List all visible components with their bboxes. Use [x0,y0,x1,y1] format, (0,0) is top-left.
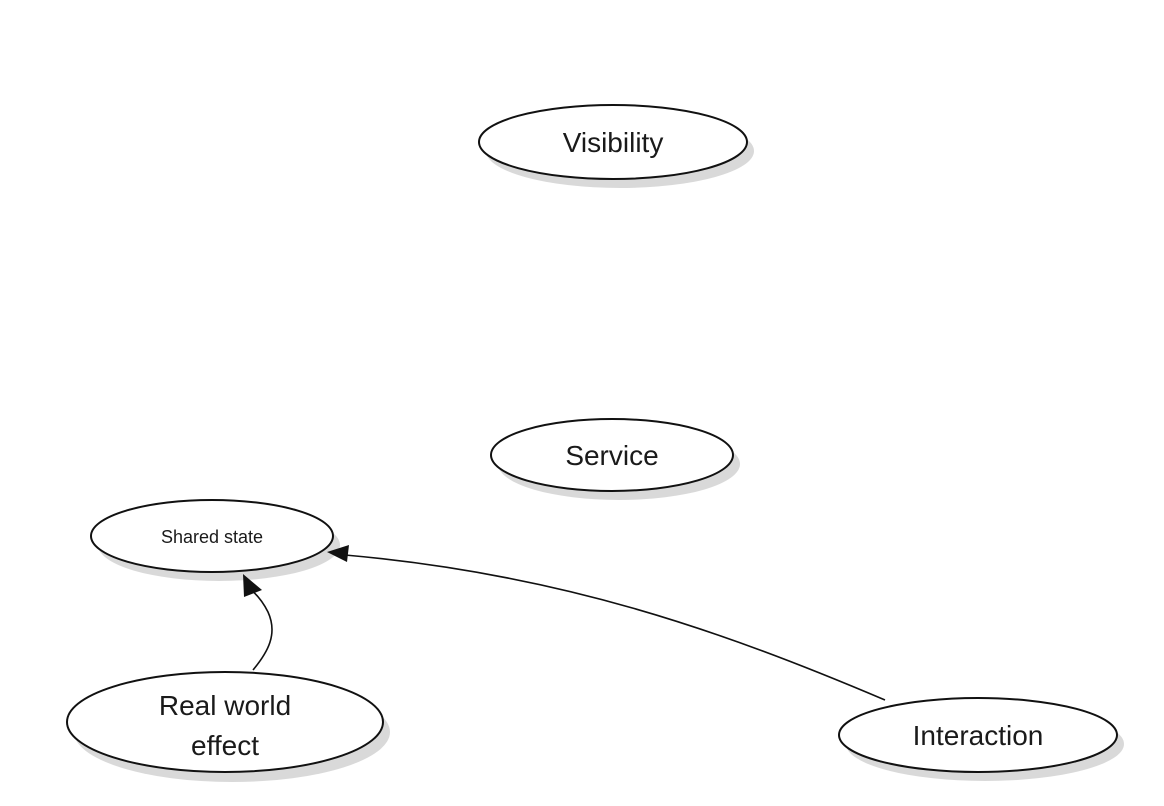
node-real-world-effect[interactable]: Real world effect [66,671,390,782]
edge-line [249,588,273,671]
node-service[interactable]: Service [490,418,740,500]
edge-real-world-effect-to-shared-state [243,574,273,671]
arrowhead [327,545,349,562]
node-real-world-effect-label-line1: Real world [159,690,291,721]
edge-interaction-to-shared-state [327,545,886,701]
node-service-label: Service [565,440,658,471]
node-interaction[interactable]: Interaction [838,697,1124,781]
node-visibility-label: Visibility [563,127,664,158]
node-visibility[interactable]: Visibility [478,104,754,188]
node-shared-state-label: Shared state [161,527,263,547]
arrowhead [243,574,262,597]
node-shared-state[interactable]: Shared state [90,499,340,581]
node-real-world-effect-label-line2: effect [191,730,259,761]
node-interaction-label: Interaction [913,720,1044,751]
edge-line [344,554,886,701]
